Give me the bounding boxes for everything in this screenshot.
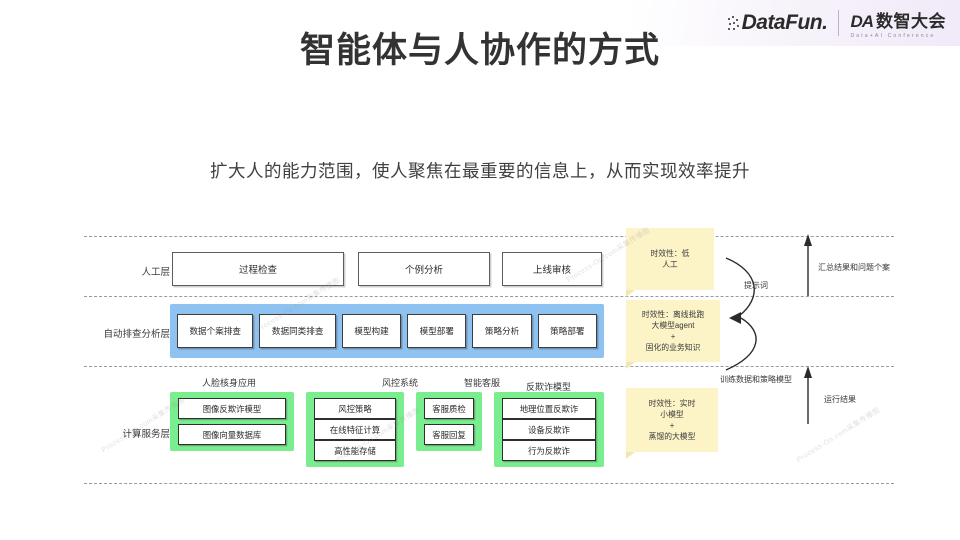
da-logo-subtitle: Data+AI Conference [850,33,936,39]
arrow-label-prompt: 提示词 [744,281,768,290]
service-group-risk: 风控策略 在线特征计算 高性能存储 [306,392,404,467]
row-label-auto: 自动排查分析层 [103,329,170,340]
sticky-human-line-2: 人工 [662,260,678,269]
brand-logo-strip: DataFun. DA 数智大会 Data+AI Conference [630,0,960,46]
row-label-compute: 计算服务层 [122,429,170,440]
service-caption-risk: 风控系统 [382,378,419,388]
logo-divider [838,10,840,36]
da-badge-text: DA [850,12,874,31]
auto-box-strategy-deploy[interactable]: 策略部署 [537,314,597,348]
auto-analysis-band: 数据个案排查 数据同类排查 模型构建 模型部署 策略分析 策略部署 [170,304,604,358]
da-conference-logo: DA 数智大会 Data+AI Conference [850,7,946,39]
service-box-image-fraud-model[interactable]: 图像反欺诈模型 [178,398,286,419]
datafun-logo: DataFun. [727,11,828,35]
service-box-risk-strategy[interactable]: 风控策略 [314,398,396,419]
service-box-geo-fraud[interactable]: 地理位置反欺诈 [502,398,596,419]
auto-box-data-similar-check[interactable]: 数据同类排查 [259,314,336,348]
divider-bottom [84,483,894,484]
service-group-fraud: 地理位置反欺诈 设备反欺诈 行为反欺诈 [494,392,604,467]
datafun-logo-text: DataFun. [741,11,828,34]
sticky-auto-line-1: 时效性：离线批跑 [641,309,705,319]
service-box-online-feature[interactable]: 在线特征计算 [314,419,396,440]
sticky-compute-line-3: + [669,421,675,430]
auto-box-model-build[interactable]: 模型构建 [341,314,402,348]
sticky-auto-line-4: 固化的业务知识 [645,343,701,353]
arrow-label-summary: 汇总结果和问题个案 [818,263,890,272]
divider-top [84,236,894,237]
page-subtitle: 扩大人的能力范围，使人聚焦在最重要的信息上，从而实现效率提升 [210,161,750,181]
service-box-behavior-fraud[interactable]: 行为反欺诈 [502,440,596,461]
human-layer-row: 过程检查 个例分析 上线审核 [172,252,602,286]
arrow-label-training: 训练数据和策略模型 [720,375,792,384]
sticky-note-compute: 时效性：实时 小模型 + 蒸馏的大模型 [626,388,718,452]
service-box-device-fraud[interactable]: 设备反欺诈 [502,419,596,440]
divider-auto-compute [84,366,894,367]
service-caption-fraud: 反欺诈模型 [526,382,572,392]
service-caption-support: 智能客服 [464,378,501,388]
architecture-diagram: 人工层 自动排查分析层 计算服务层 过程检查 个例分析 上线审核 数据个案排查 … [84,228,894,490]
service-box-support-qc[interactable]: 客服质检 [424,398,474,419]
da-logo-name: 数智大会 [876,12,946,31]
sticky-auto-line-3: + [670,332,676,341]
sticky-note-human: 时效性：低 人工 [626,228,714,290]
sticky-compute-line-4: 蒸馏的大模型 [648,432,696,442]
page-title: 智能体与人协作的方式 [299,31,660,70]
service-group-support: 客服质检 客服回复 [416,392,482,451]
auto-box-strategy-analysis[interactable]: 策略分析 [472,314,532,348]
arrow-label-runtime: 运行结果 [824,395,856,404]
human-box-case-analysis[interactable]: 个例分析 [358,252,490,286]
divider-human-auto [84,296,894,297]
service-box-support-reply[interactable]: 客服回复 [424,424,474,445]
service-group-face: 图像反欺诈模型 图像向量数据库 [170,392,294,451]
row-label-human: 人工层 [141,267,170,278]
sticky-human-line-1: 时效性：低 [650,248,690,258]
sticky-auto-line-2: 大模型agent [651,320,695,330]
auto-box-model-deploy[interactable]: 模型部署 [407,314,467,348]
service-box-high-perf-storage[interactable]: 高性能存储 [314,440,396,461]
service-caption-face: 人脸核身应用 [202,378,257,388]
human-box-launch-review[interactable]: 上线审核 [502,252,602,286]
human-box-process-check[interactable]: 过程检查 [172,252,344,286]
auto-box-data-case-check[interactable]: 数据个案排查 [177,314,254,348]
sticky-note-auto: 时效性：离线批跑 大模型agent + 固化的业务知识 [626,300,720,362]
sticky-compute-line-1: 时效性：实时 [648,398,696,408]
service-box-image-vector-db[interactable]: 图像向量数据库 [178,424,286,445]
datafun-dots-icon [727,15,741,31]
sticky-compute-line-2: 小模型 [660,409,684,419]
